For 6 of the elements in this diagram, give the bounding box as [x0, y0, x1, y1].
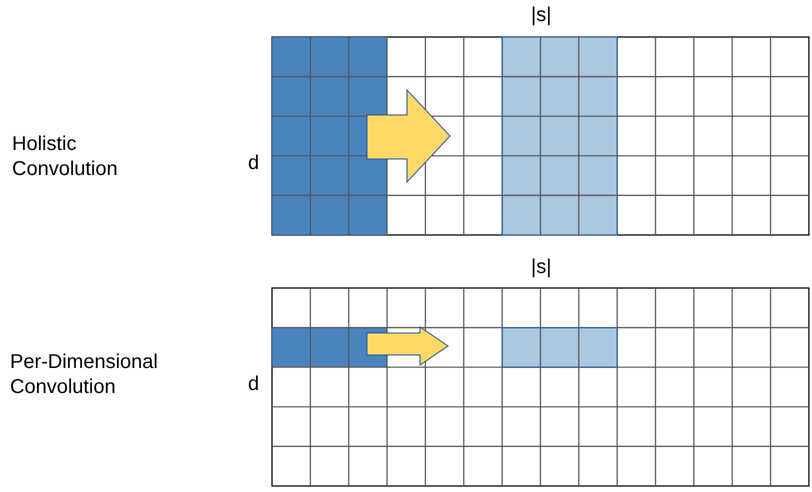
dimension-label: d: [248, 151, 260, 176]
row-label: Per-Dimensional Convolution: [10, 350, 159, 400]
size-label: |s|: [531, 255, 552, 280]
size-label: |s|: [531, 3, 552, 28]
dimension-label: d: [248, 372, 260, 397]
row-label: Holistic Convolution: [12, 132, 119, 182]
